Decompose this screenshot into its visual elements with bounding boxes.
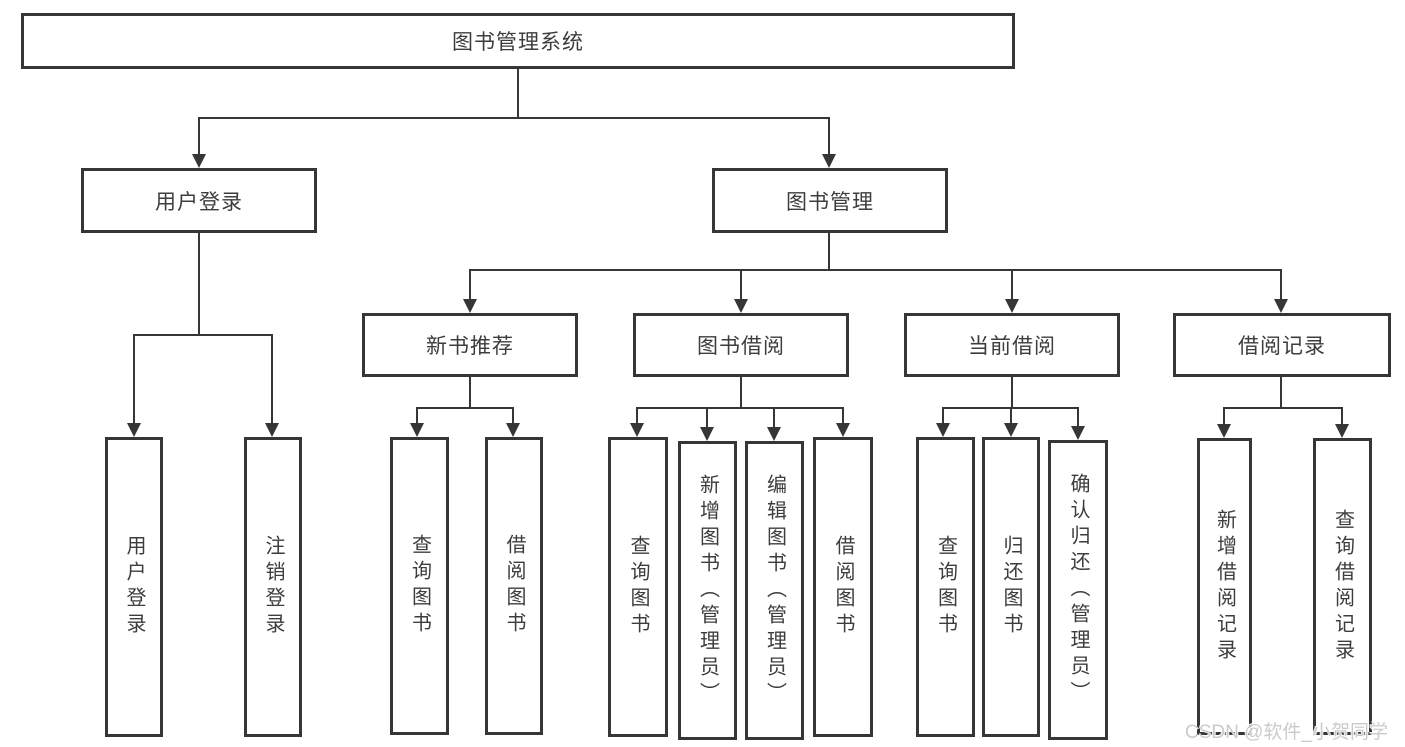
connector-root-hbar xyxy=(198,117,830,119)
leaf-query-books-borrowing-label: 查询图书 xyxy=(627,535,649,639)
node-borrowing-records-label: 借阅记录 xyxy=(1238,335,1326,358)
leaf-add-borrow-record: 新增借阅记录 xyxy=(1197,438,1252,735)
connector-drop xyxy=(1223,407,1225,426)
connector-user-login-hbar xyxy=(133,334,273,336)
node-user-login-label: 用户登录 xyxy=(155,190,243,214)
node-book-management-label: 图书管理 xyxy=(786,190,874,214)
leaf-query-books-current-label: 查询图书 xyxy=(934,535,957,639)
connector-drop-book-borrowing xyxy=(740,269,742,301)
node-user-login: 用户登录 xyxy=(81,168,317,233)
connector-drop xyxy=(1010,407,1012,425)
leaf-query-borrow-record-label: 查询借阅记录 xyxy=(1331,508,1354,665)
connector-book-management-stem xyxy=(828,233,830,271)
connector-book-management-hbar xyxy=(469,269,1282,271)
connector-borrowing-records-stem xyxy=(1280,377,1282,409)
leaf-query-books-recommend: 查询图书 xyxy=(390,437,449,735)
leaf-query-books-current: 查询图书 xyxy=(916,437,975,737)
arrow-down-icon xyxy=(506,423,520,437)
arrow-down-icon xyxy=(410,423,424,437)
node-root-label: 图书管理系统 xyxy=(452,31,584,54)
arrow-down-icon xyxy=(1071,426,1085,440)
arrow-down-icon xyxy=(192,154,206,168)
connector-book-borrowing-stem xyxy=(740,377,742,409)
leaf-query-books-borrowing: 查询图书 xyxy=(608,437,668,737)
node-current-borrowing: 当前借阅 xyxy=(904,313,1120,377)
connector-borrowing-records-hbar xyxy=(1223,407,1343,409)
connector-drop-new-book-recommend xyxy=(469,269,471,301)
leaf-logout-label: 注销登录 xyxy=(262,535,284,639)
connector-drop xyxy=(512,407,514,425)
leaf-return-books: 归还图书 xyxy=(982,437,1040,737)
leaf-query-books-recommend-label: 查询图书 xyxy=(408,534,431,638)
connector-drop xyxy=(842,407,844,425)
leaf-add-books-admin: 新增图书（管理员） xyxy=(678,441,737,740)
arrow-down-icon xyxy=(463,299,477,313)
connector-drop xyxy=(773,407,775,429)
connector-drop xyxy=(942,407,944,425)
arrow-down-icon xyxy=(127,423,141,437)
connector-drop-borrowing-records xyxy=(1280,269,1282,301)
leaf-user-login: 用户登录 xyxy=(105,437,163,737)
arrow-down-icon xyxy=(1005,299,1019,313)
connector-drop xyxy=(636,407,638,425)
connector-user-login-stem xyxy=(198,233,200,336)
connector-new-book-recommend-hbar xyxy=(416,407,514,409)
leaf-borrow-books-recommend: 借阅图书 xyxy=(485,437,543,735)
connector-drop xyxy=(1077,407,1079,428)
arrow-down-icon xyxy=(265,423,279,437)
node-book-borrowing-label: 图书借阅 xyxy=(697,335,785,358)
leaf-add-books-admin-label: 新增图书（管理员） xyxy=(696,473,719,708)
arrow-down-icon xyxy=(734,299,748,313)
leaf-borrow-books: 借阅图书 xyxy=(813,437,873,737)
arrow-down-icon xyxy=(1274,299,1288,313)
leaf-return-books-label: 归还图书 xyxy=(1000,535,1022,639)
leaf-borrow-books-recommend-label: 借阅图书 xyxy=(503,534,525,638)
connector-root-stem xyxy=(517,68,519,118)
leaf-borrow-books-label: 借阅图书 xyxy=(832,535,854,639)
arrow-down-icon xyxy=(630,423,644,437)
connector-drop-leaf-logout xyxy=(271,334,273,425)
leaf-confirm-return-admin-label: 确认归还（管理员） xyxy=(1067,473,1089,707)
arrow-down-icon xyxy=(822,154,836,168)
arrow-down-icon xyxy=(836,423,850,437)
arrow-down-icon xyxy=(1335,424,1349,438)
node-book-borrowing: 图书借阅 xyxy=(633,313,849,377)
node-current-borrowing-label: 当前借阅 xyxy=(968,335,1056,358)
arrow-down-icon xyxy=(1004,423,1018,437)
connector-drop-book-management xyxy=(828,117,830,156)
connector-drop xyxy=(416,407,418,425)
csdn-watermark: CSDN @软件_小贺同学 xyxy=(1185,722,1388,743)
arrow-down-icon xyxy=(936,423,950,437)
node-book-management: 图书管理 xyxy=(712,168,948,233)
leaf-edit-books-admin: 编辑图书（管理员） xyxy=(745,441,804,740)
connector-new-book-recommend-stem xyxy=(469,377,471,409)
node-new-book-recommend: 新书推荐 xyxy=(362,313,578,377)
connector-drop xyxy=(1341,407,1343,426)
connector-book-borrowing-hbar xyxy=(636,407,844,409)
connector-drop-current-borrowing xyxy=(1011,269,1013,301)
leaf-query-borrow-record: 查询借阅记录 xyxy=(1313,438,1372,735)
leaf-user-login-label: 用户登录 xyxy=(123,535,145,639)
connector-drop-user-login xyxy=(198,117,200,156)
node-new-book-recommend-label: 新书推荐 xyxy=(426,335,514,358)
connector-drop xyxy=(706,407,708,429)
leaf-edit-books-admin-label: 编辑图书（管理员） xyxy=(763,473,786,708)
arrow-down-icon xyxy=(1217,424,1231,438)
leaf-confirm-return-admin: 确认归还（管理员） xyxy=(1048,440,1108,740)
leaf-logout: 注销登录 xyxy=(244,437,302,737)
node-borrowing-records: 借阅记录 xyxy=(1173,313,1391,377)
arrow-down-icon xyxy=(767,427,781,441)
connector-drop-leaf-login xyxy=(133,334,135,425)
connector-current-borrowing-stem xyxy=(1011,377,1013,409)
arrow-down-icon xyxy=(700,427,714,441)
leaf-add-borrow-record-label: 新增借阅记录 xyxy=(1213,508,1236,665)
node-root: 图书管理系统 xyxy=(21,13,1015,69)
